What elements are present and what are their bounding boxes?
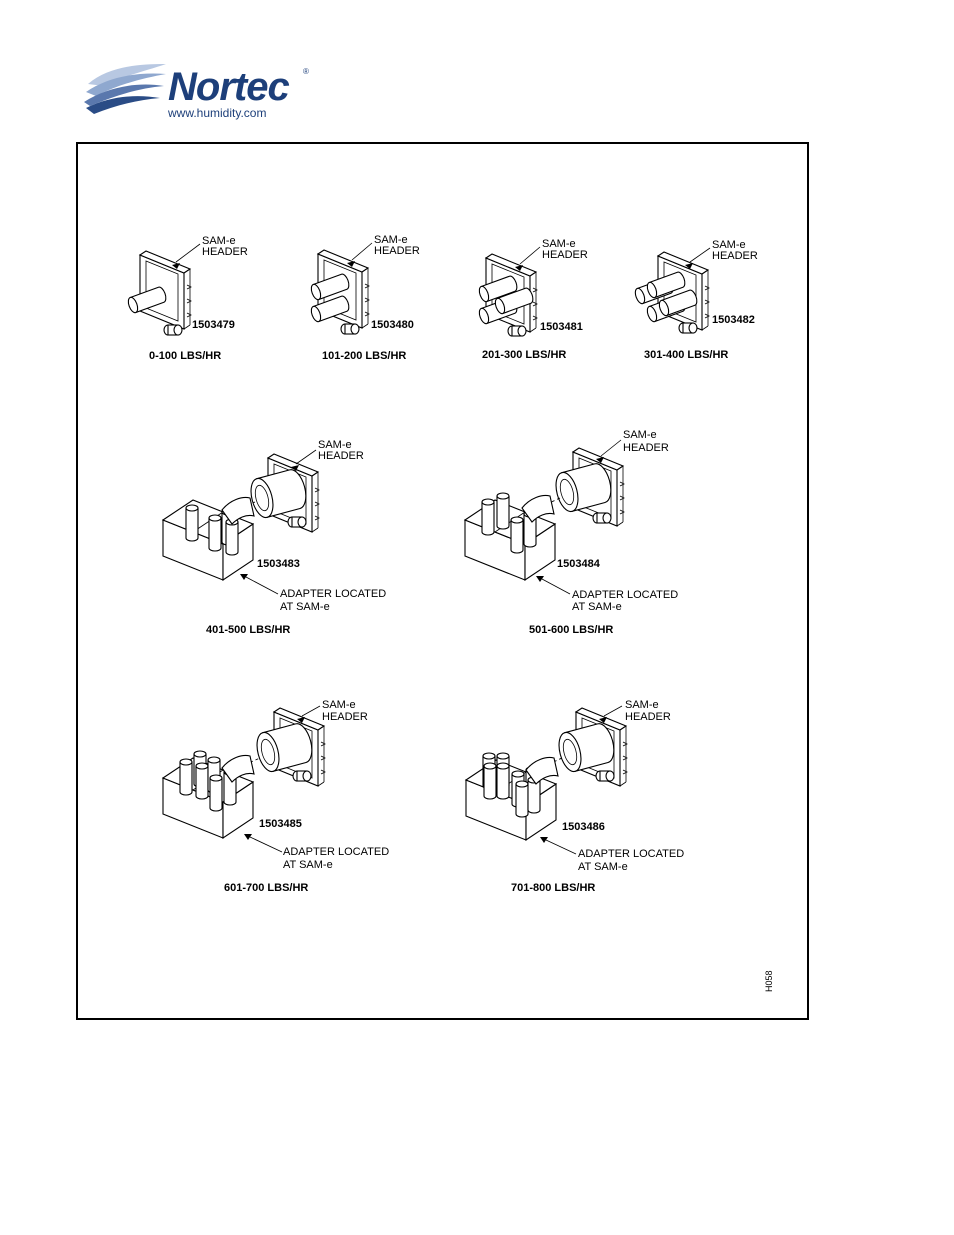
header-label-line1: SAM-e	[542, 238, 576, 250]
header-label-line1: SAM-e	[623, 429, 657, 441]
header-label-line2: HEADER	[374, 245, 420, 257]
header-label-line2: HEADER	[318, 450, 364, 462]
part-number: 1503479	[192, 319, 235, 331]
adapter-label-line2: AT SAM-e	[283, 859, 333, 871]
part-number: 1503482	[712, 314, 755, 326]
capacity-label: 601-700 LBS/HR	[224, 882, 308, 894]
capacity-label: 401-500 LBS/HR	[206, 624, 290, 636]
nortec-logo: Nortec ® www.humidity.com	[84, 58, 324, 124]
header-label-line2: HEADER	[322, 711, 368, 723]
unit-1503486: SAM-e HEADER 1503486 ADAPTER LOCATED AT …	[465, 699, 684, 894]
unit-1503484: SAM-e HEADER 1503484 ADAPTER LOCATED AT …	[464, 429, 678, 636]
adapter-label-line1: ADAPTER LOCATED	[578, 848, 684, 860]
part-number: 1503480	[371, 319, 414, 331]
adapter-label-line1: ADAPTER LOCATED	[572, 589, 678, 601]
header-label-line2: HEADER	[623, 442, 669, 454]
capacity-label: 501-600 LBS/HR	[529, 624, 613, 636]
adapter-label-line2: AT SAM-e	[280, 601, 330, 613]
capacity-label: 301-400 LBS/HR	[644, 349, 728, 361]
capacity-label: 0-100 LBS/HR	[149, 350, 221, 362]
unit-1503482: SAM-e HEADER 1503482 301-400 LBS/HR	[632, 239, 758, 361]
diagram-frame	[76, 142, 809, 1020]
capacity-label: 101-200 LBS/HR	[322, 350, 406, 362]
unit-1503483: SAM-e HEADER 1503483 ADAPTER LOCATED AT …	[162, 439, 386, 636]
header-label-line2: HEADER	[625, 711, 671, 723]
registered-mark: ®	[303, 67, 309, 76]
header-label-line1: SAM-e	[202, 235, 236, 247]
figure-code: H058	[764, 970, 774, 992]
wave-emblem	[84, 64, 166, 114]
part-number: 1503483	[257, 558, 300, 570]
header-label-line1: SAM-e	[712, 239, 746, 251]
header-label-line1: SAM-e	[625, 699, 659, 711]
header-label-line2: HEADER	[712, 250, 758, 262]
header-label-line2: HEADER	[542, 249, 588, 261]
adapter-label-line1: ADAPTER LOCATED	[280, 588, 386, 600]
header-label-line1: SAM-e	[322, 699, 356, 711]
part-number: 1503485	[259, 818, 302, 830]
adapter-label-line1: ADAPTER LOCATED	[283, 846, 389, 858]
header-label-line1: SAM-e	[318, 439, 352, 451]
adapter-label-line2: AT SAM-e	[572, 601, 622, 613]
capacity-label: 201-300 LBS/HR	[482, 349, 566, 361]
brand-name: Nortec	[168, 65, 289, 109]
unit-1503480: SAM-e HEADER 1503480 101-200 LBS/HR	[308, 234, 420, 362]
unit-1503485: SAM-e HEADER 1503485 ADAPTER LOCATED AT …	[162, 699, 389, 894]
adapter-label-line2: AT SAM-e	[578, 861, 628, 873]
unit-1503479: SAM-e HEADER 1503479 0-100 LBS/HR	[125, 235, 248, 362]
header-label-line2: HEADER	[202, 246, 248, 258]
capacity-label: 701-800 LBS/HR	[511, 882, 595, 894]
part-number: 1503486	[562, 821, 605, 833]
part-number: 1503484	[557, 558, 601, 570]
part-number: 1503481	[540, 321, 583, 333]
header-label-line1: SAM-e	[374, 234, 408, 246]
brand-url: www.humidity.com	[167, 106, 266, 120]
unit-1503481: SAM-e HEADER 1503481 201-300 LBS/HR	[476, 238, 588, 361]
